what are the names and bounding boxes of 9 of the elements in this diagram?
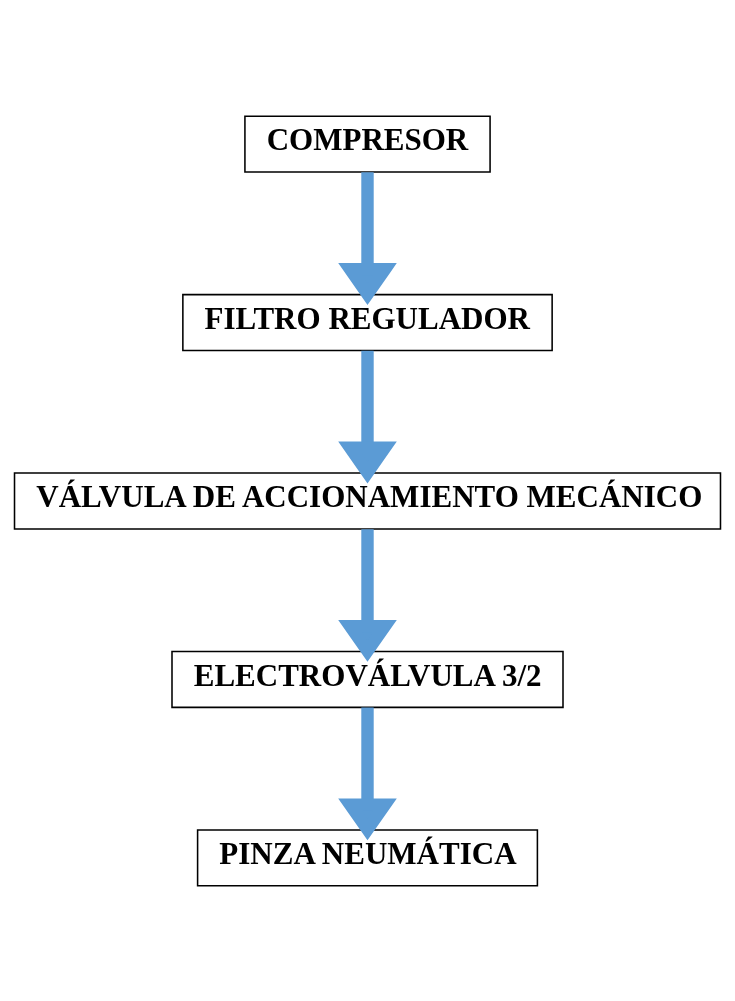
arrow	[338, 528, 397, 662]
node-box: FILTRO REGULADOR	[182, 293, 553, 351]
node-box: PINZA NEUMÁTICA	[196, 828, 539, 887]
arrow	[338, 171, 397, 305]
node-box: VÁLVULA DE ACCIONAMIENTO MECÁNICO	[13, 471, 722, 530]
node-box: COMPRESOR	[244, 114, 491, 173]
arrow	[338, 350, 397, 483]
arrow	[338, 707, 397, 840]
node-box: ELECTROVÁLVULA 3/2	[171, 650, 564, 708]
